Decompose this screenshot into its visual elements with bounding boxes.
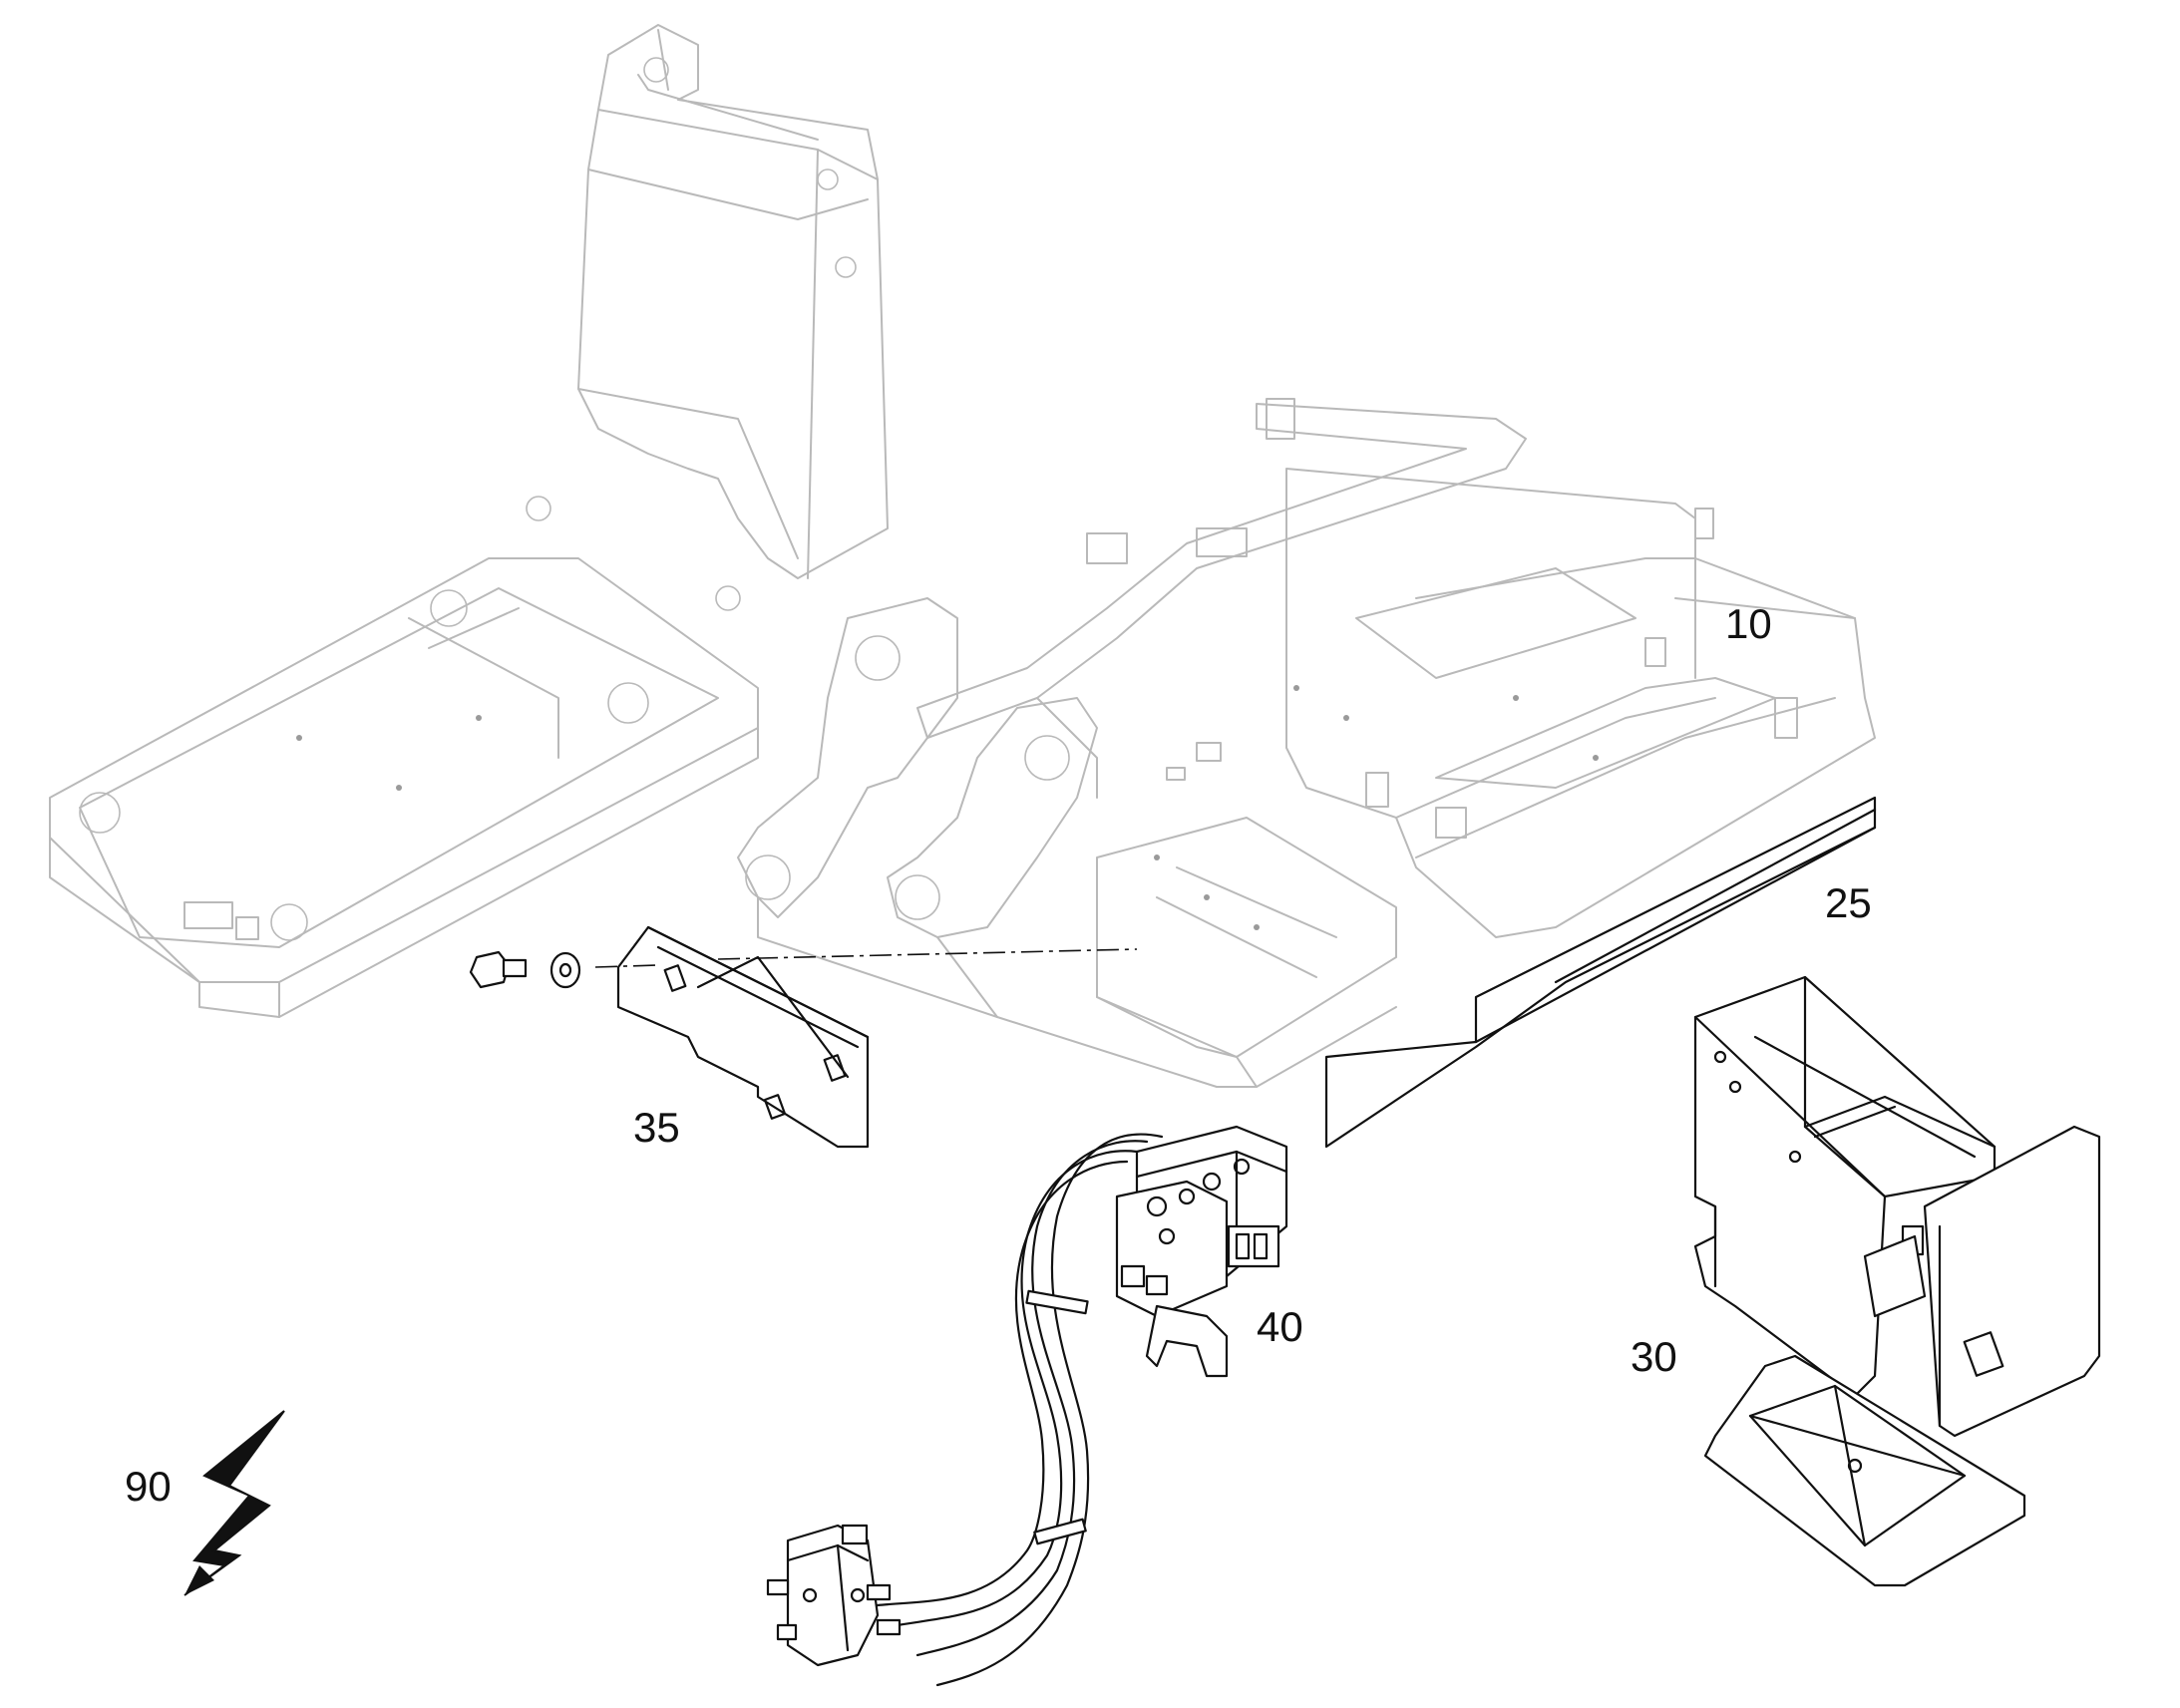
callout-30: 30 [1631, 1333, 1677, 1380]
bracket-with-fastener [469, 925, 1138, 1149]
storage-box [1693, 975, 2101, 1587]
callout-90: 90 [125, 1463, 172, 1510]
lightning-bolt-icon [183, 1410, 285, 1596]
callout-40: 40 [1257, 1303, 1303, 1350]
side-skirt-panel [1324, 796, 1877, 1149]
control-valve-assembly [766, 1125, 1288, 1687]
callout-35: 35 [633, 1104, 680, 1151]
rear-frame-assembly [49, 24, 889, 1018]
callout-25: 25 [1825, 879, 1872, 926]
main-chassis-frame [737, 398, 1876, 1088]
callout-10: 10 [1725, 600, 1772, 647]
